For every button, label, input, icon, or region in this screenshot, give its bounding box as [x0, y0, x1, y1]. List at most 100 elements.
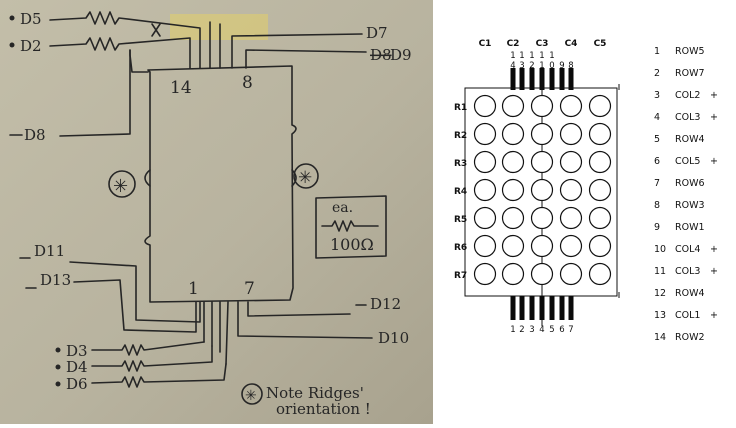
d10-wire	[237, 301, 373, 339]
pin-number: 3	[654, 90, 661, 101]
pin-number: 5	[654, 134, 661, 145]
top-pin-digit: 8	[568, 61, 573, 71]
d5-dot	[9, 15, 15, 21]
pin-function: ROW6	[675, 178, 705, 189]
led-r7-c3	[530, 262, 554, 286]
led-r6-c1	[473, 234, 497, 258]
led-r5-c5	[588, 206, 612, 230]
right-ridge	[291, 169, 297, 187]
led-r1-c5	[588, 94, 612, 118]
bottom-pin-1	[510, 296, 516, 320]
pin-number: 1	[654, 46, 661, 57]
d4-wire-resistor	[91, 345, 213, 372]
pin-d13-label: D13	[40, 271, 71, 289]
led-r2-c2	[501, 122, 525, 146]
row-label-5: R5	[454, 215, 467, 225]
d3-wire-resistor	[91, 341, 205, 356]
d5-wire-resistor	[49, 11, 201, 69]
pin-number: 4	[654, 112, 661, 123]
column-label-4: C4	[565, 39, 578, 49]
pin-number: 8	[654, 200, 661, 211]
pin-function: ROW4	[675, 134, 705, 145]
led-r4-c1	[473, 178, 497, 202]
pin-function: COL1	[675, 310, 701, 321]
pin-number: 2	[654, 68, 661, 79]
led-r5-c3	[530, 206, 554, 230]
led-r4-c3	[530, 178, 554, 202]
pin-14-label: 14	[170, 78, 192, 98]
led-r2-c5	[588, 122, 612, 146]
bottom-pin-digit-7: 7	[568, 325, 573, 335]
column-label-5: C5	[594, 39, 607, 49]
pin-d5-label: D5	[20, 10, 42, 28]
pin-d11-label: D11	[34, 242, 65, 260]
pin-7-label: 7	[244, 279, 255, 299]
note-marker	[241, 383, 263, 405]
wire-crossing-mark	[151, 23, 161, 37]
pin-function: COL3	[675, 112, 701, 123]
top-pin-1	[510, 68, 516, 90]
left-orientation-marker	[108, 170, 136, 198]
bottom-pin-5	[549, 296, 555, 320]
bottom-pin-digit-3: 3	[529, 325, 534, 335]
left-ridge	[144, 169, 151, 187]
top-pin-digit: 4	[510, 61, 515, 71]
led-r6-c2	[501, 234, 525, 258]
led-r2-c1	[473, 122, 497, 146]
pin-map-row: 3 COL2 +	[650, 90, 736, 104]
row-label-4: R4	[454, 187, 467, 197]
pin-number: 13	[654, 310, 667, 321]
pin-d4-label: D4	[66, 358, 88, 376]
pin-map-row: 5 ROW4	[650, 134, 736, 148]
pin-number: 6	[654, 156, 661, 167]
d8-wire	[59, 49, 131, 137]
led-grid	[473, 94, 612, 286]
led-r6-c5	[588, 234, 612, 258]
d3-dot	[55, 347, 61, 353]
bottom-pin-6	[559, 296, 565, 320]
top-pin-digit: 2	[529, 61, 534, 71]
top-pin-digit: 1	[529, 51, 534, 61]
pin-function: COL5	[675, 156, 701, 167]
pin-d12-label: D12	[370, 295, 401, 313]
led-r3-c1	[473, 150, 497, 174]
pin-number: 10	[654, 244, 667, 255]
legend-ea-label: ea.	[332, 200, 353, 216]
d11-wire	[69, 261, 201, 323]
pin-function: ROW5	[675, 46, 705, 57]
pin-function: COL4	[675, 244, 701, 255]
led-r3-c2	[501, 150, 525, 174]
led-r5-c1	[473, 206, 497, 230]
led-r6-c4	[559, 234, 583, 258]
led-r5-c4	[559, 206, 583, 230]
led-r3-c5	[588, 150, 612, 174]
pin-polarity: +	[710, 90, 718, 101]
d4-dot	[55, 364, 61, 370]
led-r6-c3	[530, 234, 554, 258]
led-r7-c5	[588, 262, 612, 286]
d6-wire-resistor	[91, 363, 227, 388]
d2-wire-resistor	[49, 37, 191, 69]
pin-number: 14	[654, 332, 667, 343]
led-r1-c1	[473, 94, 497, 118]
top-pin-digit: 0	[549, 61, 554, 71]
pin-function: ROW7	[675, 68, 705, 79]
top-pin-5	[549, 68, 555, 90]
bottom-pin-3	[529, 296, 535, 320]
pin-function: COL2	[675, 90, 701, 101]
d2-dot	[9, 42, 15, 48]
pin-number: 12	[654, 288, 667, 299]
bottom-pin-digit-6: 6	[559, 325, 564, 335]
note-line-1: Note Ridges'	[266, 384, 364, 402]
d6-dot	[55, 381, 61, 387]
